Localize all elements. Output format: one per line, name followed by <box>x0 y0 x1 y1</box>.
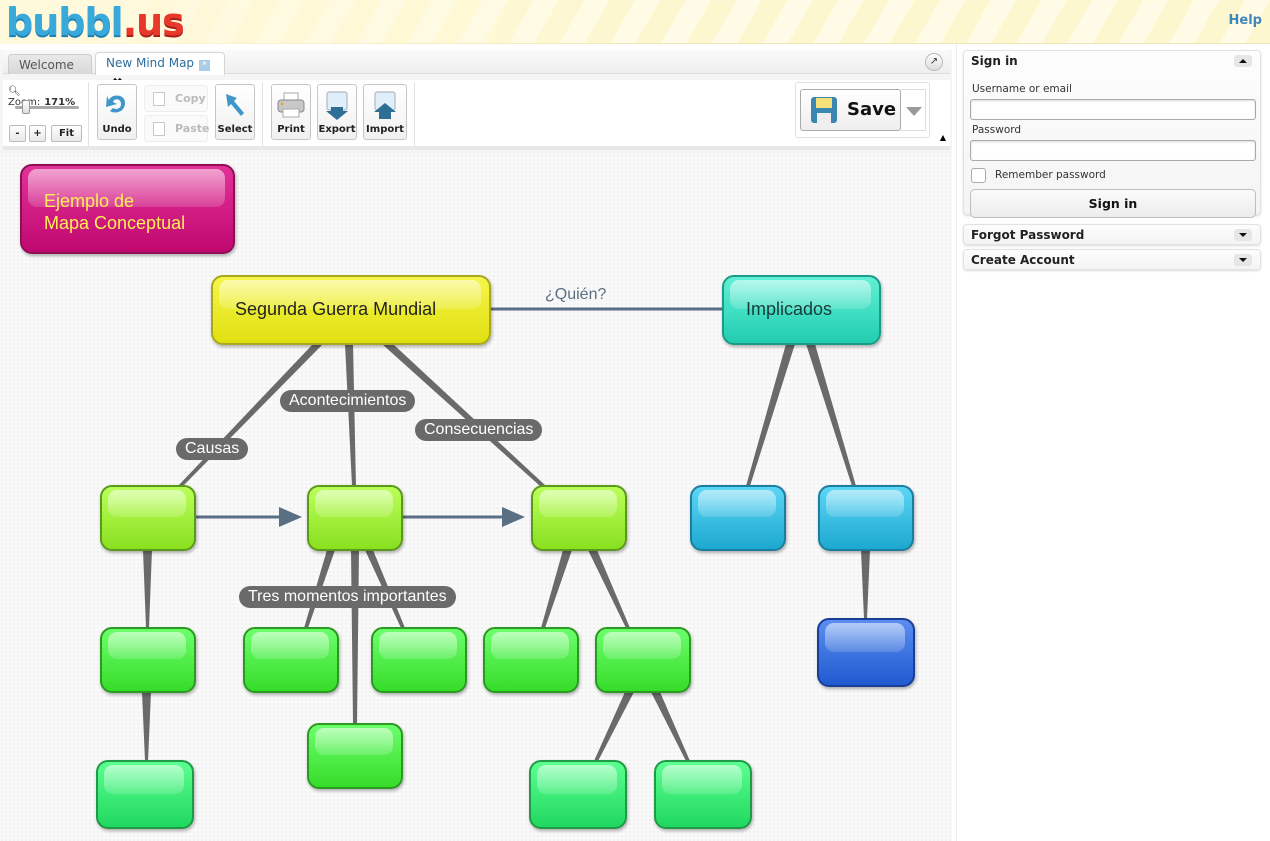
select-button[interactable]: Select <box>215 84 255 140</box>
tab-bar: Welcome New Mind Map*✖ ↗ <box>3 50 950 91</box>
app-header: bubbl.us Help <box>0 0 1270 44</box>
tab-new-mind-map[interactable]: New Mind Map*✖ <box>95 52 225 91</box>
momento-node-1[interactable] <box>243 627 339 693</box>
zoom-out-button[interactable]: - <box>9 125 26 142</box>
paste-button[interactable]: Paste <box>144 115 209 142</box>
forgot-password-panel[interactable]: Forgot Password <box>963 224 1261 245</box>
import-button[interactable]: Import <box>363 84 407 140</box>
connector-causas-grandchild <box>142 692 151 761</box>
connector-consec-right-left <box>594 692 634 761</box>
edge-label-quien[interactable]: ¿Quién? <box>545 286 607 303</box>
export-button[interactable]: Export <box>317 84 357 140</box>
undo-button[interactable]: Undo <box>97 84 137 140</box>
username-label: Username or email <box>972 83 1072 95</box>
consecuencias-node[interactable] <box>531 485 627 551</box>
connector-consec-right <box>588 550 630 628</box>
connector-consec-left <box>541 550 572 628</box>
asterisk-icon: * <box>199 60 211 71</box>
save-group: Save <box>795 82 930 138</box>
zoom-in-button[interactable]: + <box>29 125 46 142</box>
expand-icon[interactable]: ↗ <box>925 53 943 71</box>
causas-grandchild-node[interactable] <box>96 760 194 829</box>
zoom-group: 🔍︎ Zoom:171% - + Fit <box>3 82 89 146</box>
select-arrow-icon <box>226 94 244 116</box>
zoom-label: 🔍︎ Zoom:171% <box>8 86 88 108</box>
implicado-child-node[interactable] <box>817 618 915 687</box>
undo-icon <box>106 95 126 113</box>
connector-acont-mid <box>351 550 359 724</box>
editor-area: Welcome New Mind Map*✖ ↗ 🔍︎ Zoom:171% - … <box>0 50 952 841</box>
save-button[interactable]: Save <box>800 89 901 131</box>
copy-button[interactable]: Copy <box>144 85 208 112</box>
tab-welcome[interactable]: Welcome <box>8 54 92 74</box>
paste-icon <box>153 122 165 136</box>
save-options-dropdown[interactable] <box>901 89 926 131</box>
edit-group: Undo Copy Paste Select <box>91 82 263 146</box>
expand-caret-icon[interactable] <box>1234 254 1252 266</box>
collapse-toolbar-icon[interactable]: ▲ <box>939 133 946 142</box>
arrowhead-1 <box>279 507 302 527</box>
momento-node-2[interactable] <box>307 723 403 789</box>
expand-caret-icon[interactable] <box>1234 229 1252 241</box>
signin-panel-header[interactable]: Sign in <box>964 51 1260 71</box>
root-node[interactable]: Segunda Guerra Mundial <box>211 275 491 345</box>
signin-panel: Sign in Username or email Password Remem… <box>963 50 1261 218</box>
collapse-caret-icon[interactable] <box>1234 55 1252 67</box>
zoom-value: 171% <box>44 97 76 108</box>
acontecimientos-node[interactable] <box>307 485 403 551</box>
create-account-panel[interactable]: Create Account <box>963 249 1261 270</box>
connector-implicados-right <box>806 344 856 486</box>
password-input[interactable] <box>970 140 1256 161</box>
signin-button[interactable]: Sign in <box>970 189 1256 218</box>
username-input[interactable] <box>970 99 1256 120</box>
connector-causas-child <box>143 550 152 628</box>
fit-button[interactable]: Fit <box>51 125 82 142</box>
zoom-slider-thumb[interactable] <box>21 100 30 114</box>
file-group: Print Export Import <box>265 82 415 146</box>
implicado-node-1[interactable] <box>690 485 786 551</box>
connector-root-acontecimientos <box>345 344 356 486</box>
print-button[interactable]: Print <box>271 84 311 140</box>
floppy-disk-icon <box>811 97 837 123</box>
import-icon <box>374 91 396 119</box>
consecuencia-grandchild-node-1[interactable] <box>529 760 627 829</box>
implicados-node[interactable]: Implicados <box>722 275 881 345</box>
export-icon <box>326 91 348 120</box>
bubblus-logo[interactable]: bubbl.us <box>6 0 185 44</box>
edge-label-tres-momentos[interactable]: Tres momentos importantes <box>239 586 456 608</box>
magnifier-icon: 🔍︎ <box>8 86 21 97</box>
remember-password-label[interactable]: Remember password <box>995 169 1106 181</box>
connector-root-causas <box>178 344 323 486</box>
connector-consec-right-right <box>651 692 690 761</box>
help-link[interactable]: Help <box>1228 13 1262 28</box>
causas-child-node[interactable] <box>100 627 196 693</box>
mind-map-canvas[interactable]: Ejemplo de Mapa Conceptual Segunda Guerr… <box>0 154 952 841</box>
consecuencia-node-1[interactable] <box>483 627 579 693</box>
printer-icon <box>277 92 305 118</box>
consecuencia-grandchild-node-2[interactable] <box>654 760 752 829</box>
connector-cyan-blue <box>861 550 870 619</box>
causas-node[interactable] <box>100 485 196 551</box>
edge-label-consecuencias[interactable]: Consecuencias <box>415 419 543 441</box>
title-node[interactable]: Ejemplo de Mapa Conceptual <box>20 164 235 254</box>
connector-implicados-left <box>746 344 795 486</box>
implicado-node-2[interactable] <box>818 485 914 551</box>
remember-password-checkbox[interactable] <box>971 168 986 183</box>
copy-icon <box>153 92 165 106</box>
consecuencia-node-2[interactable] <box>595 627 691 693</box>
zoom-slider[interactable] <box>15 100 79 114</box>
toolbar: 🔍︎ Zoom:171% - + Fit Undo Copy Paste Sel… <box>3 80 950 150</box>
password-label: Password <box>972 124 1022 136</box>
momento-node-3[interactable] <box>371 627 467 693</box>
arrowhead-2 <box>502 507 525 527</box>
edge-label-acontecimientos[interactable]: Acontecimientos <box>280 390 416 412</box>
edge-label-causas[interactable]: Causas <box>176 438 249 460</box>
connector-root-consecuencias <box>382 344 546 486</box>
account-sidebar: Sign in Username or email Password Remem… <box>956 44 1270 841</box>
